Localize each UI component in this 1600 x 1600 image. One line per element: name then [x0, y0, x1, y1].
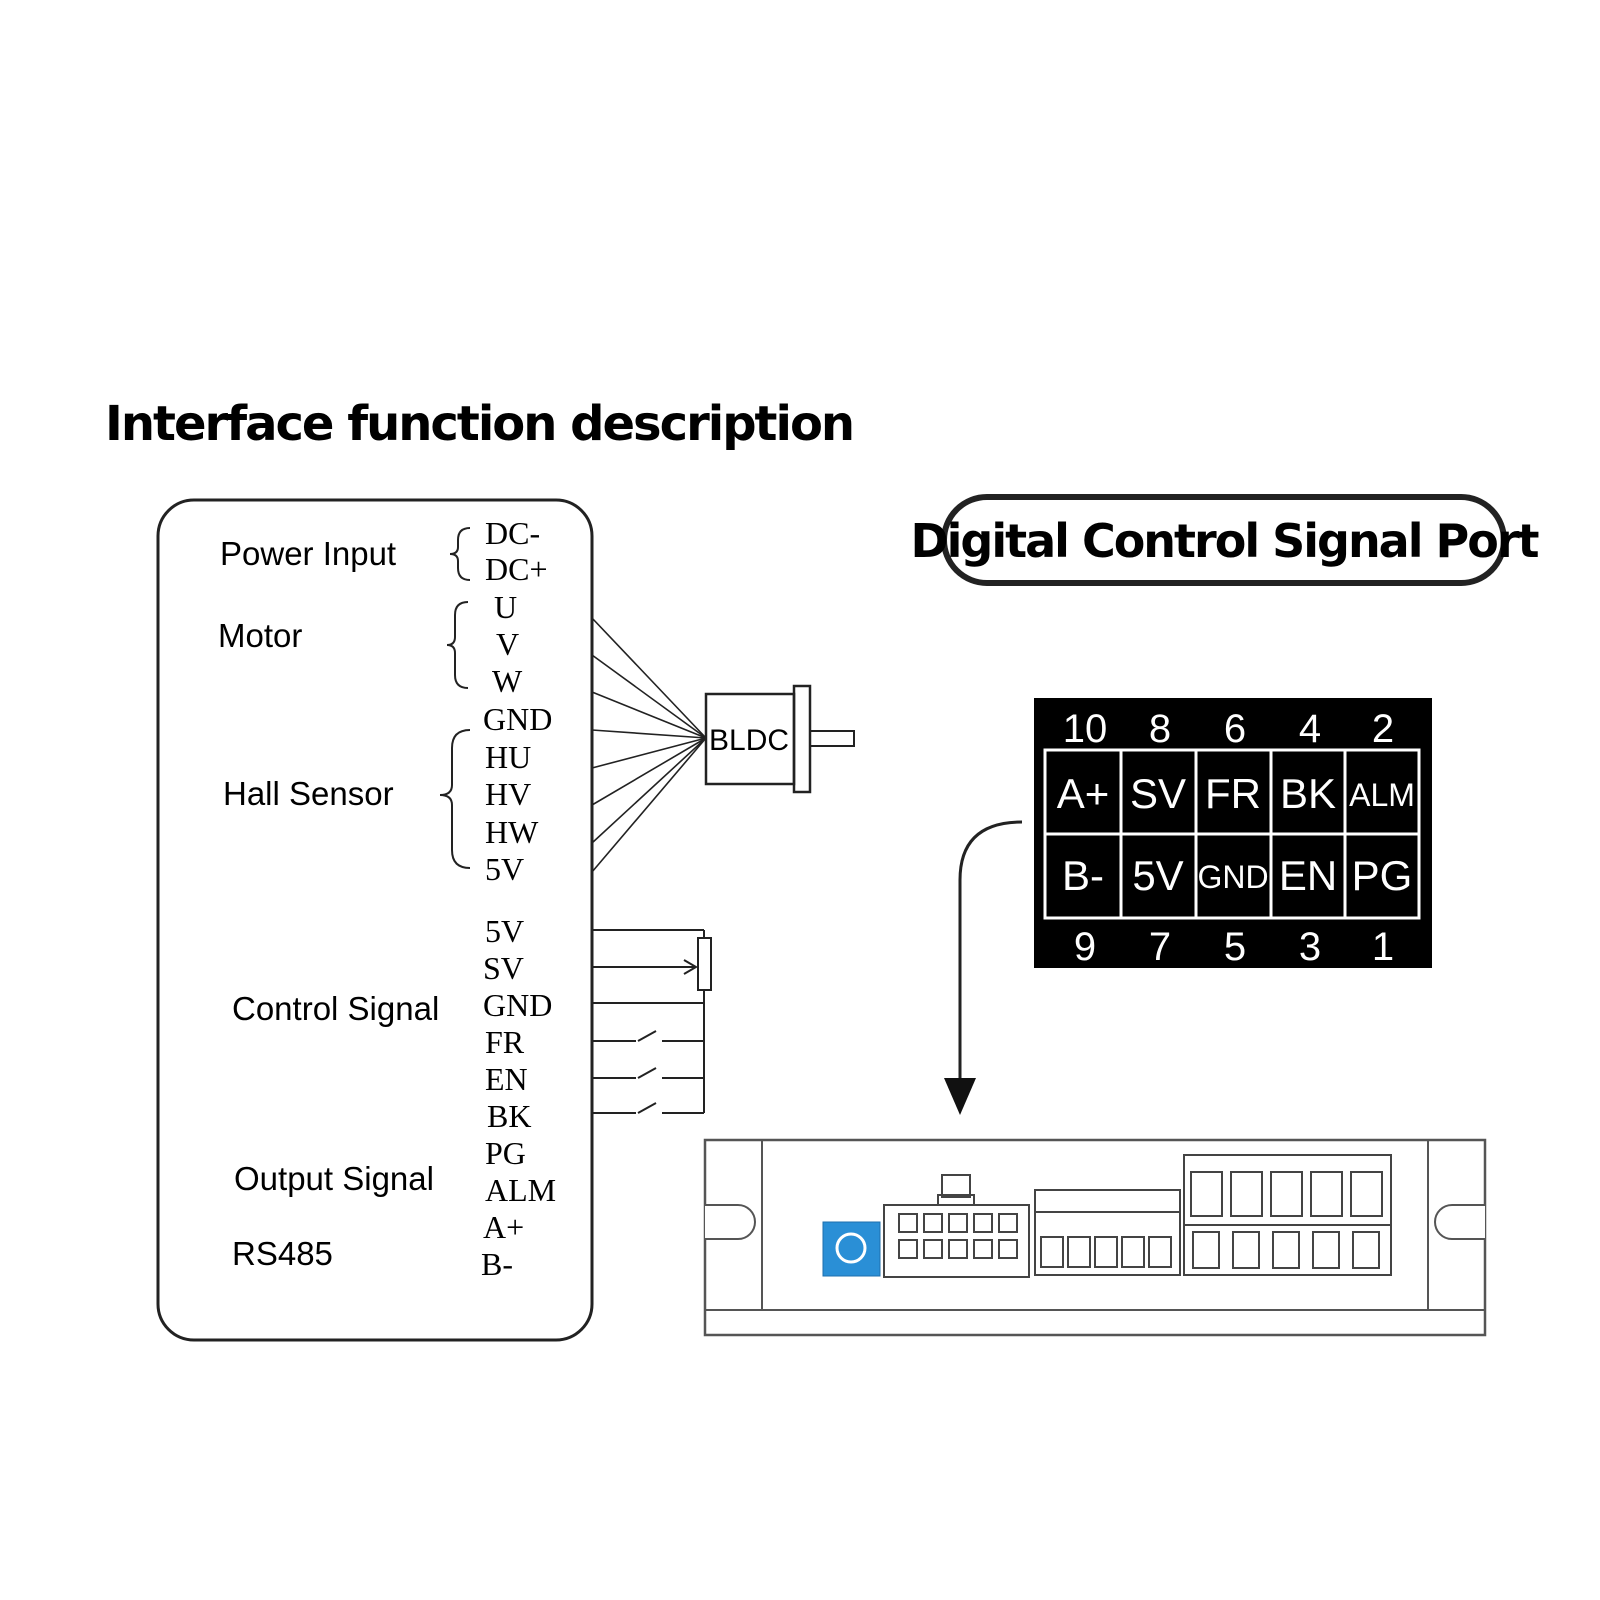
pin-number-1: 1: [1372, 925, 1394, 969]
pin-hall-5v: 5V: [485, 851, 524, 887]
switch-en: [637, 1067, 657, 1079]
pin-map: 10 8 6 4 2 A+ SV FR BK ALM B- 5V GND EN …: [1034, 698, 1432, 969]
pin-number-3: 3: [1299, 925, 1321, 969]
potentiometer: [697, 937, 712, 991]
pin-ctrl-5v: 5V: [485, 913, 524, 949]
potentiometer-knob-icon: [835, 1232, 867, 1264]
pin-pg: PG: [485, 1135, 526, 1171]
group-label-motor: Motor: [218, 617, 302, 654]
pin-cell-5v: 5V: [1132, 852, 1183, 899]
pin-sv: SV: [483, 950, 524, 986]
pin-u: U: [494, 589, 517, 625]
pin-hw: HW: [485, 814, 539, 850]
pin-hv: HV: [485, 776, 531, 812]
connector-pins: [898, 1213, 1018, 1259]
pin-fr: FR: [485, 1024, 525, 1060]
pin-ctrl-gnd: GND: [483, 987, 552, 1023]
group-label-rs485: RS485: [232, 1235, 333, 1272]
pin-number-5: 5: [1224, 925, 1246, 969]
page-title: Interface function description: [105, 396, 853, 452]
mounting-slot-right: [1434, 1204, 1485, 1240]
speed-potentiometer: [822, 1221, 881, 1277]
pin-number-2: 2: [1372, 707, 1394, 751]
pin-cell-a-plus: A+: [1057, 770, 1110, 817]
brace-hall: [439, 729, 471, 869]
pin-cell-pg: PG: [1352, 852, 1413, 899]
pin-number-6: 6: [1224, 707, 1246, 751]
bldc-motor-shaft: [809, 730, 855, 747]
group-label-control: Control Signal: [232, 990, 439, 1027]
port-title: Digital Control Signal Port: [910, 514, 1538, 568]
connector-latch: [941, 1174, 971, 1198]
pin-bk: BK: [487, 1098, 531, 1134]
pin-v: V: [496, 626, 519, 662]
pin-dc-minus: DC-: [485, 515, 540, 551]
motor-terminal-block: [1183, 1154, 1392, 1276]
pin-cell-en: EN: [1279, 852, 1337, 899]
pin-cell-bk: BK: [1280, 770, 1336, 817]
pin-number-7: 7: [1149, 925, 1171, 969]
pin-w: W: [492, 663, 523, 699]
pin-b-minus: B-: [481, 1246, 513, 1282]
brace-motor: [446, 601, 469, 689]
group-label-power: Power Input: [220, 535, 396, 572]
pin-number-10: 10: [1063, 707, 1108, 751]
driver-housing: [703, 1138, 1487, 1337]
mounting-slot-left: [705, 1204, 756, 1240]
driver-block: [156, 498, 594, 1342]
control-wiring: [592, 929, 712, 1114]
power-terminal-block: [1034, 1189, 1181, 1276]
brace-power: [449, 527, 471, 581]
group-label-hall: Hall Sensor: [223, 775, 394, 812]
bldc-motor-flange: [792, 684, 812, 794]
pin-cell-sv: SV: [1130, 770, 1186, 817]
pin-number-8: 8: [1149, 707, 1171, 751]
pin-hall-gnd: GND: [483, 701, 552, 737]
pin-cell-fr: FR: [1205, 770, 1261, 817]
power-terminals: [1040, 1236, 1172, 1268]
pin-alm: ALM: [485, 1172, 556, 1208]
pin-cell-alm: ALM: [1349, 777, 1415, 813]
pointer-arrow-head: [944, 1078, 976, 1115]
switch-fr: [637, 1030, 657, 1042]
motor-terminals: [1190, 1171, 1383, 1269]
pin-cell-gnd: GND: [1197, 859, 1268, 895]
port-title-pill: [941, 494, 1507, 586]
pin-en: EN: [485, 1061, 528, 1097]
pointer-arrow-line: [958, 820, 1023, 1082]
pin-number-4: 4: [1299, 707, 1321, 751]
group-label-output: Output Signal: [234, 1160, 434, 1197]
pin-cell-b-minus: B-: [1062, 852, 1104, 899]
switch-bk: [637, 1102, 657, 1114]
pin-dc-plus: DC+: [485, 551, 548, 587]
pin-number-9: 9: [1074, 925, 1096, 969]
pin-hu: HU: [485, 739, 531, 775]
pin-a-plus: A+: [483, 1209, 524, 1245]
motor-wires: [591, 617, 707, 873]
bldc-label: BLDC: [709, 724, 789, 757]
